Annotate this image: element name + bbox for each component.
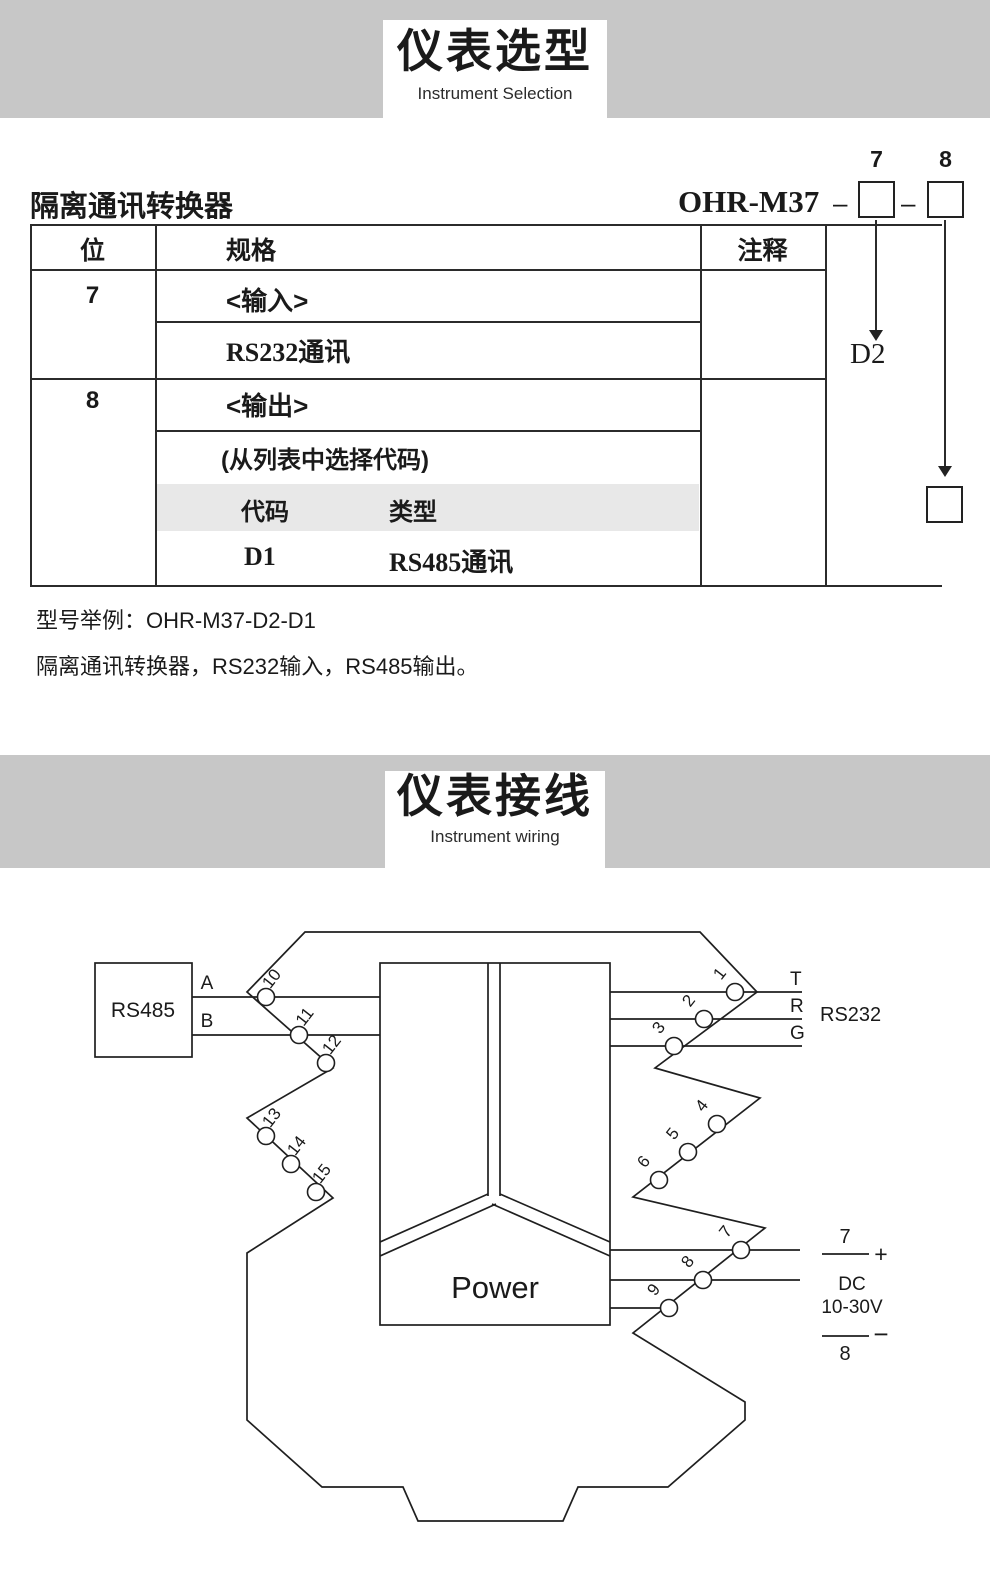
wiring-section-subtitle: Instrument wiring: [430, 827, 560, 846]
terminal-circle-13: [256, 1126, 276, 1146]
wire-t-label: T: [790, 969, 802, 990]
digit-box-7: [858, 181, 895, 218]
rs232-label: RS232: [820, 1004, 881, 1026]
col-header-note: 注释: [737, 237, 788, 265]
terminal-label-1: 1: [709, 964, 730, 983]
isolation-diag-l2: [379, 1203, 497, 1257]
wire-b-label: B: [201, 1011, 214, 1032]
isolation-diag-r1: [499, 1193, 611, 1243]
row7-subdivider: [156, 321, 702, 323]
terminal-circle-14: [281, 1154, 301, 1174]
dc-terminal-8-label: 8: [839, 1343, 850, 1365]
wire-r-label: R: [790, 996, 804, 1017]
row8-hint: (从列表中选择代码): [221, 447, 429, 474]
terminal-circle-7: [731, 1240, 751, 1260]
model-code: OHR-M37: [678, 184, 820, 219]
terminal-circles: [256, 982, 751, 1318]
wiring-title-backdrop: [385, 771, 605, 868]
terminal-label-6: 6: [633, 1152, 654, 1171]
wire-g-label: G: [790, 1023, 805, 1044]
module-outline: [245, 931, 767, 1522]
table-header-divider: [30, 269, 827, 271]
position-7-number: 7: [870, 146, 883, 172]
selection-section-title: 仪表选型: [397, 25, 593, 77]
selection-title-backdrop: [383, 20, 607, 118]
position-8-number: 8: [939, 146, 952, 172]
row-7-8-divider: [30, 378, 827, 380]
terminal-circle-3: [664, 1036, 684, 1056]
type-d1: RS485通讯: [389, 548, 514, 577]
dc-range-label: 10-30V: [821, 1297, 883, 1318]
code-header: 代码: [241, 499, 289, 526]
terminal-label-9: 9: [643, 1280, 664, 1299]
row8-output-tag: <输出>: [226, 391, 309, 421]
code-d2-label: D2: [850, 338, 886, 370]
digit-box-8: [927, 181, 964, 218]
col-header-position: 位: [79, 237, 105, 265]
terminal-circle-4: [707, 1114, 727, 1134]
table-border-top: [30, 224, 942, 226]
arrow-line-8: [944, 220, 946, 468]
terminal-circle-5: [678, 1142, 698, 1162]
isolation-diag-l1: [379, 1193, 489, 1243]
terminal-circle-11: [289, 1025, 309, 1045]
terminal-circle-1: [725, 982, 745, 1002]
isolation-diag-r2: [491, 1203, 611, 1257]
row7-position: 7: [85, 282, 100, 309]
selection-section-subtitle: Instrument Selection: [417, 84, 573, 103]
table-border-left: [30, 224, 32, 587]
rs485-box: [94, 962, 193, 1058]
terminal-circle-12: [316, 1053, 336, 1073]
table-border-bottom: [30, 585, 942, 587]
arrow-line-7: [875, 220, 877, 332]
terminal-circle-15: [306, 1182, 326, 1202]
row7-spec: RS232通讯: [226, 338, 351, 367]
arrow-head-7-icon: [869, 330, 883, 341]
wiring-header-band: 仪表接线 Instrument wiring: [0, 755, 990, 868]
terminal-circle-9: [659, 1298, 679, 1318]
table-col-divider-1: [155, 224, 157, 587]
row8-subdivider: [156, 430, 702, 432]
table-border-right: [825, 224, 827, 587]
terminal-label-5: 5: [662, 1124, 683, 1143]
power-label: Power: [451, 1270, 539, 1305]
dc-plus-sign: +: [874, 1241, 887, 1267]
wire-a-label: A: [201, 973, 214, 994]
arrow-head-8-icon: [938, 466, 952, 477]
terminal-circle-2: [694, 1009, 714, 1029]
dc-minus-sign: −: [873, 1319, 888, 1349]
row8-position: 8: [85, 387, 100, 414]
terminal-label-15: 15: [308, 1160, 335, 1187]
dc-name-label: DC: [838, 1274, 865, 1295]
terminal-circle-8: [693, 1270, 713, 1290]
dash-1: –: [833, 188, 848, 218]
selection-header-band: 仪表选型 Instrument Selection: [0, 0, 990, 118]
wiring-section-title: 仪表接线: [397, 770, 593, 822]
col-header-spec: 规格: [226, 237, 277, 265]
model-example-description: 隔离通讯转换器，RS232输入，RS485输出。: [36, 654, 479, 679]
terminal-label-2: 2: [678, 991, 699, 1010]
row7-input-tag: <输入>: [226, 286, 309, 316]
model-example-line: 型号举例：OHR-M37-D2-D1: [36, 608, 316, 633]
dc-terminal-7-label: 7: [839, 1226, 850, 1248]
terminal-label-7: 7: [715, 1222, 736, 1241]
terminal-circle-10: [256, 987, 276, 1007]
terminal-label-4: 4: [691, 1096, 712, 1115]
output-code-box: [926, 486, 963, 523]
terminal-label-10: 10: [258, 965, 285, 992]
product-label: 隔离通讯转换器: [30, 191, 234, 223]
code-type-shaded-row: [157, 484, 699, 531]
terminal-circle-6: [649, 1170, 669, 1190]
terminal-label-11: 11: [292, 1004, 318, 1030]
type-header: 类型: [389, 499, 437, 526]
terminal-label-8: 8: [677, 1252, 698, 1271]
code-d1: D1: [244, 542, 276, 571]
rs485-label: RS485: [111, 999, 175, 1022]
dash-2: –: [901, 188, 916, 218]
table-col-divider-2: [700, 224, 702, 587]
terminal-label-3: 3: [648, 1018, 669, 1037]
isolator-body: [379, 962, 611, 1326]
